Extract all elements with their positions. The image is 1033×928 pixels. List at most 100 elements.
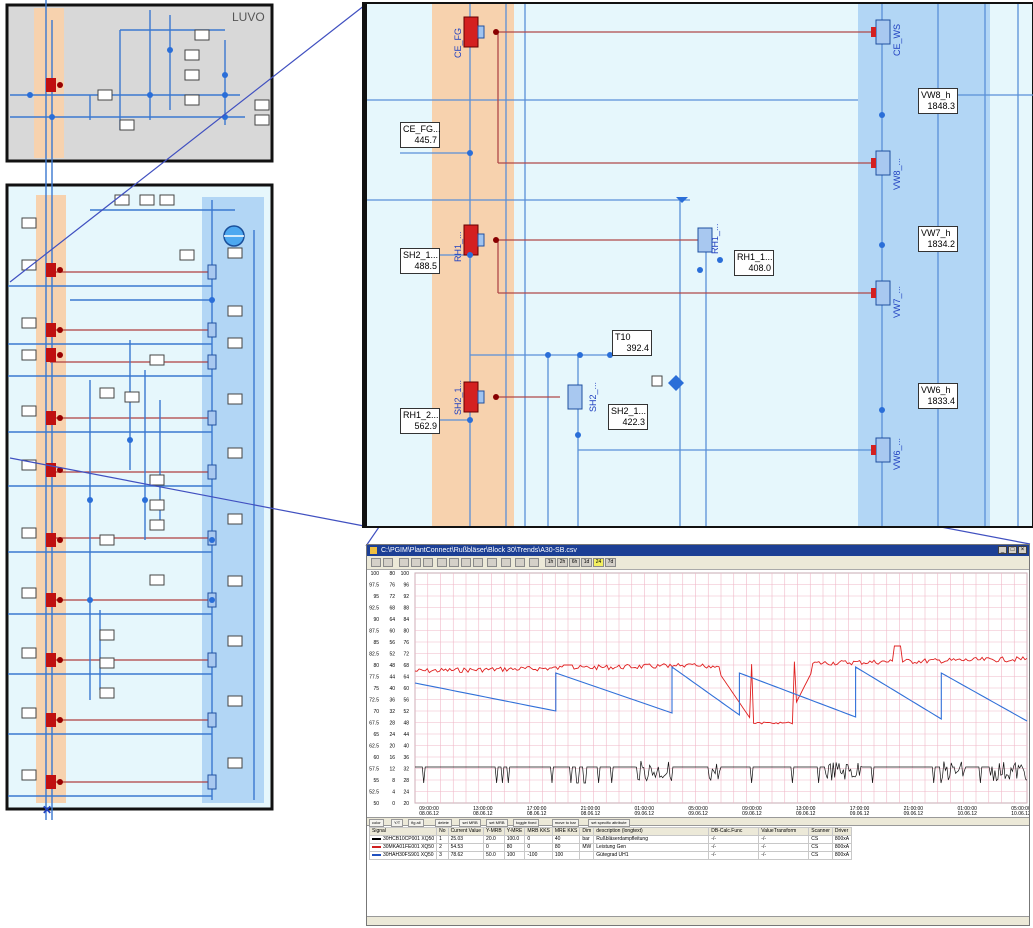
toolbar-tool-icon[interactable] (473, 558, 483, 567)
display-box-icon (227, 513, 243, 525)
table-cell: MW (582, 844, 592, 850)
range-button-1d[interactable]: 1d (581, 558, 592, 567)
value-box-value: 445.7 (414, 135, 437, 145)
column-header[interactable]: MRB KKS (524, 827, 553, 836)
column-header[interactable]: description (longtext) (593, 827, 710, 836)
maximize-button[interactable]: □ (1008, 546, 1017, 554)
value-box-sh2-left[interactable]: SH2_1...488.5 (400, 248, 440, 274)
display-box-icon (179, 249, 195, 261)
toolbar-tool-icon[interactable] (383, 558, 393, 567)
value-box-ce-fg[interactable]: CE_FG...445.7 (400, 122, 441, 148)
table-cell: -/- (761, 844, 767, 850)
minimize-button[interactable]: _ (998, 546, 1007, 554)
x-axis-tick-label: 09:00:00 (419, 806, 439, 812)
tab-y-t[interactable]: Y/T (391, 819, 404, 827)
value-box-rh1-2[interactable]: RH1_2...562.9 (400, 408, 440, 434)
toolbar-tool-icon[interactable] (371, 558, 381, 567)
column-header[interactable]: Driver (831, 827, 853, 836)
range-button-6h[interactable]: 6h (569, 558, 580, 567)
display-box-icon (21, 647, 37, 659)
range-button-2h[interactable]: 2h (557, 558, 568, 567)
y-axis-tick-label: 75 (373, 686, 379, 692)
y-axis-tick-label: 68 (403, 663, 409, 669)
tab-color[interactable]: color (369, 819, 384, 827)
column-header[interactable]: Dim (579, 827, 595, 836)
toolbar-tool-icon[interactable] (399, 558, 409, 567)
toolbar-tool-icon[interactable] (449, 558, 459, 567)
table-cell: 800xA (834, 836, 850, 842)
display-box-icon (149, 474, 165, 486)
x-axis-tick-label: 09.06.12 (904, 811, 924, 817)
close-button[interactable]: × (1018, 546, 1027, 554)
display-box-icon (254, 114, 270, 126)
range-button-7d[interactable]: 7d (605, 558, 616, 567)
value-box-value: 1834.2 (927, 239, 955, 249)
toolbar-tool-icon[interactable] (423, 558, 433, 567)
y-axis-tick-label: 60 (403, 686, 409, 692)
column-header[interactable]: DB-Calc.Func (708, 827, 760, 836)
y-axis-tick-label: 100 (401, 571, 410, 577)
series-swatch (372, 845, 381, 848)
range-button-1h[interactable]: 1h (545, 558, 556, 567)
toolbar-tool-icon[interactable] (487, 558, 497, 567)
display-box-icon (159, 194, 175, 206)
tab-set-mrb[interactable]: set MRB (459, 819, 481, 827)
tab-fig-all[interactable]: fig all (408, 819, 424, 827)
y-axis-tick-label: 40 (403, 744, 409, 750)
column-header[interactable]: Signal (368, 827, 438, 836)
column-header[interactable]: Y-MRB (483, 827, 505, 836)
x-axis-tick-label: 09.06.12 (796, 811, 816, 817)
display-box-icon (21, 459, 37, 471)
table-cell: 30MKA01FE001 XQ50 (383, 844, 434, 850)
toolbar-tool-icon[interactable] (411, 558, 421, 567)
trend-chart[interactable]: 10097.59592.59087.58582.58077.57572.5706… (367, 571, 1029, 817)
heater-icon (46, 713, 56, 727)
table-cell: -/- (711, 852, 717, 858)
display-box-icon (227, 447, 243, 459)
value-box-sh2-right[interactable]: SH2_1...422.3 (608, 404, 648, 430)
range-button-24[interactable]: 24 (593, 558, 604, 567)
toolbar-tool-icon[interactable] (501, 558, 511, 567)
y-axis-tick-label: 80 (373, 663, 379, 669)
y-axis-tick-label: 96 (403, 583, 409, 589)
column-header[interactable]: ValueTransform (758, 827, 810, 836)
x-axis-tick-label: 17:00:00 (527, 806, 547, 812)
tab-move-to-bar[interactable]: move to bar (551, 819, 579, 827)
column-header[interactable]: Scanner (808, 827, 833, 836)
tab-delete[interactable]: delete (435, 819, 452, 827)
tab-set-specific-attribute[interactable]: set specific attribute (588, 819, 630, 827)
column-header[interactable]: Current Value (447, 827, 485, 836)
heater-icon (46, 323, 56, 337)
x-axis-tick-label: 01:00:00 (635, 806, 655, 812)
column-header[interactable]: Y-MRE (503, 827, 526, 836)
toolbar-tool-icon[interactable] (515, 558, 525, 567)
column-header[interactable]: MRE KKS (551, 827, 581, 836)
value-box-name: VW6_h (921, 385, 951, 395)
y-axis-tick-label: 84 (403, 617, 409, 623)
value-box-rh1-right[interactable]: RH1_1...408.0 (734, 250, 774, 276)
valve-icon (697, 227, 713, 253)
table-cell: 0 (527, 844, 531, 850)
table-cell: 100.0 (506, 836, 520, 842)
toolbar-tool-icon[interactable] (529, 558, 539, 567)
column-header[interactable]: No (436, 827, 449, 836)
tab-toggle-fixed[interactable]: toggle fixed (513, 819, 540, 827)
pump-icon (668, 375, 684, 391)
toolbar-tool-icon[interactable] (437, 558, 447, 567)
luvo-label: LUVO (232, 10, 265, 24)
x-axis-tick-label: 09.06.12 (688, 811, 708, 817)
y-axis-tick-label: 80 (389, 571, 395, 577)
display-box-icon (227, 247, 243, 259)
heater-icon (46, 775, 56, 789)
tab-set-mrb[interactable]: set MRB (486, 819, 508, 827)
toolbar-tool-icon[interactable] (461, 558, 471, 567)
component-label: VW8_... (892, 158, 902, 190)
